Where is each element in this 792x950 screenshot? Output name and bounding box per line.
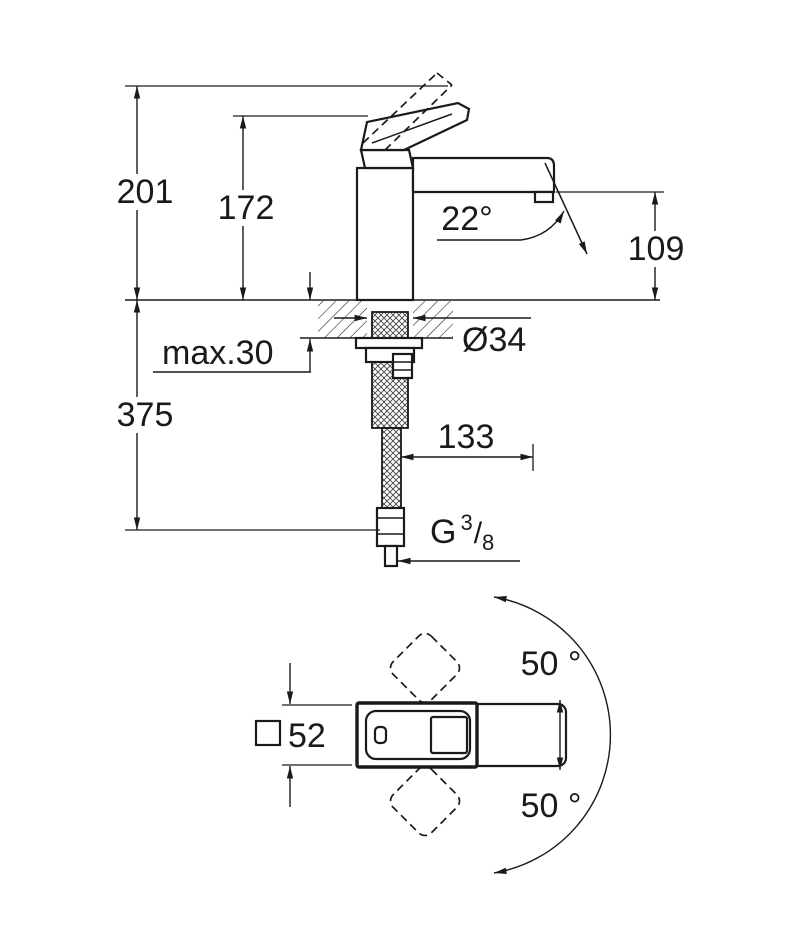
dim-109: 109 xyxy=(556,191,685,300)
water-stream-line xyxy=(544,162,588,255)
swivel-arc xyxy=(493,595,612,875)
dim-label-52: 52 xyxy=(288,717,326,755)
dim-label-375: 375 xyxy=(117,396,174,434)
hose-end xyxy=(383,544,399,568)
handle-position-lower-dashed xyxy=(389,765,461,837)
faucet-top-outline xyxy=(355,632,568,837)
dim-label-o34: Ø34 xyxy=(462,321,526,359)
dim-label-max30: max.30 xyxy=(162,334,274,372)
handle-mount xyxy=(359,148,415,170)
cube-inner-edge xyxy=(364,709,472,761)
dim-max30: max.30 xyxy=(153,272,314,373)
spout-top xyxy=(468,702,568,768)
dim-label-22: 22° xyxy=(441,200,492,238)
lever-handle xyxy=(359,101,471,152)
dim-label-201: 201 xyxy=(117,173,174,211)
deck-hatch-right xyxy=(413,301,453,338)
faucet-body xyxy=(355,166,415,302)
cartridge-detail xyxy=(373,725,388,745)
lever-raised-dashed-position xyxy=(362,72,453,151)
dim-hole-diameter: Ø34 xyxy=(334,314,531,359)
angle-arc xyxy=(520,210,565,241)
top-view: 50 ° 50 ° 52 xyxy=(254,595,612,875)
dim-22-degrees: 22° xyxy=(437,200,565,241)
lever-detail-line xyxy=(371,113,453,144)
deck-hatch-left xyxy=(318,301,367,338)
dim-label-133: 133 xyxy=(438,418,495,456)
dim-label-50-lower: 50 ° xyxy=(521,787,582,825)
dim-172: 172 xyxy=(217,115,368,300)
dim-133: 133 xyxy=(401,418,534,471)
dim-201: 201 xyxy=(116,85,448,300)
dim-label-50-upper: 50 ° xyxy=(521,645,582,683)
fixing-screw xyxy=(391,352,414,380)
aerator xyxy=(533,190,555,204)
handle-position-upper-dashed xyxy=(389,632,461,704)
hose-connector-nut xyxy=(375,506,406,548)
dim-label-172: 172 xyxy=(218,189,275,227)
mounting-washer xyxy=(354,336,424,350)
side-view: 201 172 109 22° max.30 xyxy=(116,72,685,568)
flexible-hose xyxy=(381,427,402,509)
under-deck-assembly xyxy=(354,311,424,568)
square-section-symbol xyxy=(254,719,282,747)
dim-label-109: 109 xyxy=(628,230,685,268)
spout-hole xyxy=(429,715,469,755)
dim-375: 375 xyxy=(116,300,380,531)
swivel-angle-indicator: 50 ° 50 ° xyxy=(493,595,612,875)
dim-52: 52 xyxy=(254,663,352,807)
faucet-side-outline xyxy=(355,72,588,302)
spout xyxy=(411,156,556,194)
